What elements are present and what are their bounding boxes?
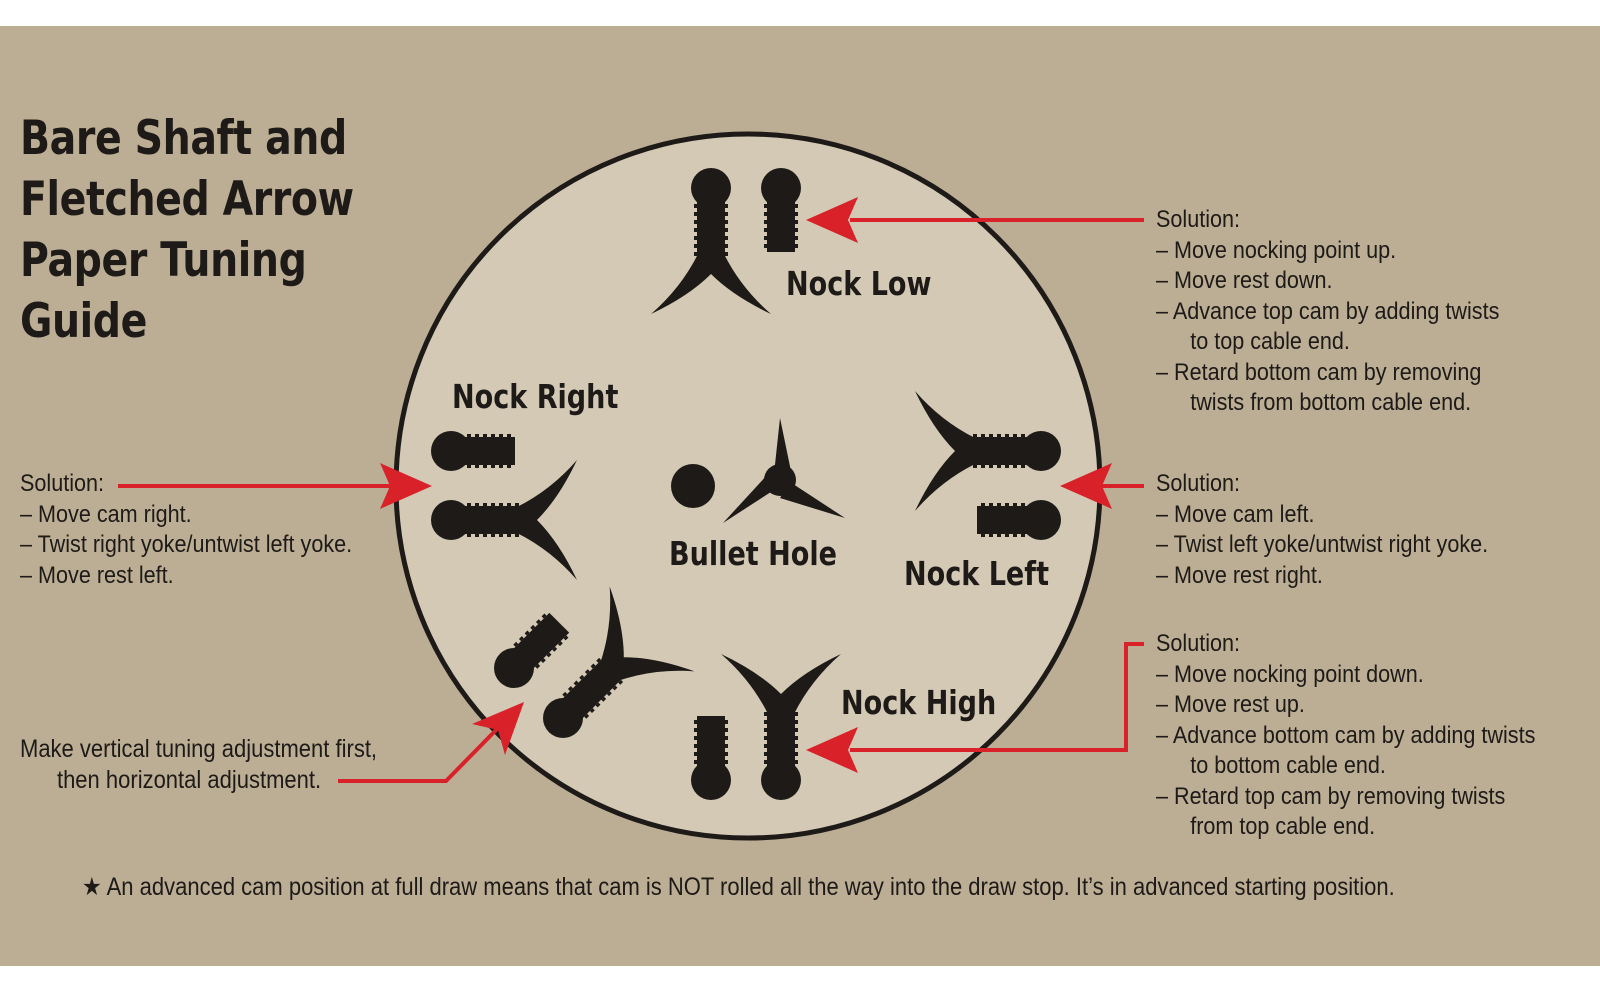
solution-line: – Advance bottom cam by adding twists <box>1156 721 1536 749</box>
nock-high-solution: Solution: – Move nocking point down. – M… <box>1156 629 1535 843</box>
solution-line: – Move cam right. <box>20 500 192 528</box>
nock-high-label: Nock High <box>841 683 997 722</box>
solution-line: – Move nocking point down. <box>1156 660 1424 688</box>
solution-heading: Solution: <box>1156 206 1241 233</box>
nock-low-solution: Solution: – Move nocking point up. – Mov… <box>1156 205 1499 419</box>
advanced-cam-footnote: ★ An advanced cam position at full draw … <box>82 873 1395 901</box>
solution-heading: Solution: <box>20 470 105 497</box>
tip-line: Make vertical tuning adjustment first, <box>20 735 378 763</box>
nock-left-solution: Solution: – Move cam left. – Twist left … <box>1156 469 1488 591</box>
solution-line: from top cable end. <box>1190 813 1376 840</box>
solution-line: – Move rest left. <box>20 561 174 589</box>
solution-line: – Advance top cam by adding twists <box>1156 297 1500 325</box>
solution-arrows <box>118 197 1144 783</box>
title-line: Bare Shaft and <box>20 111 347 166</box>
nock-right-solution: Solution: – Move cam right. – Twist righ… <box>20 469 352 591</box>
nock-left-label: Nock Left <box>904 554 1049 593</box>
solution-line: – Move nocking point up. <box>1156 236 1397 264</box>
solution-line: – Move rest right. <box>1156 561 1323 589</box>
solution-heading: Solution: <box>1156 630 1241 657</box>
bullet-hole-label: Bullet Hole <box>669 534 838 573</box>
solution-line: – Move cam left. <box>1156 500 1315 528</box>
solution-line: – Move rest down. <box>1156 267 1333 294</box>
solution-line: to top cable end. <box>1190 328 1350 355</box>
title-line: Paper Tuning <box>20 233 307 288</box>
solution-line: – Move rest up. <box>1156 691 1305 718</box>
title-line: Guide <box>20 294 147 349</box>
arrow-to-nock-low <box>806 197 1144 243</box>
tip-line: then horizontal adjustment. <box>56 766 322 794</box>
bullet-hole-icon <box>671 418 845 523</box>
adjustment-order-tip: Make vertical tuning adjustment first, t… <box>20 734 377 796</box>
title-line: Fletched Arrow <box>20 172 354 227</box>
arrow-to-nock-high <box>806 642 1144 773</box>
arrow-to-diagonal-tear <box>338 702 524 783</box>
solution-line: – Twist right yoke/untwist left yoke. <box>20 531 353 558</box>
solution-line: – Retard bottom cam by removing <box>1156 358 1482 386</box>
solution-line: twists from bottom cable end. <box>1190 389 1472 416</box>
solution-heading: Solution: <box>1156 470 1241 497</box>
arrow-to-nock-right <box>118 463 432 509</box>
nock-right-label: Nock Right <box>452 377 619 416</box>
guide-title: Bare Shaft and Fletched Arrow Paper Tuni… <box>20 108 380 352</box>
nock-low-label: Nock Low <box>786 264 932 303</box>
arrow-to-nock-left <box>1060 463 1144 509</box>
solution-line: – Retard top cam by removing twists <box>1156 782 1506 810</box>
solution-line: – Twist left yoke/untwist right yoke. <box>1156 531 1489 558</box>
solution-line: to bottom cable end. <box>1190 752 1386 779</box>
